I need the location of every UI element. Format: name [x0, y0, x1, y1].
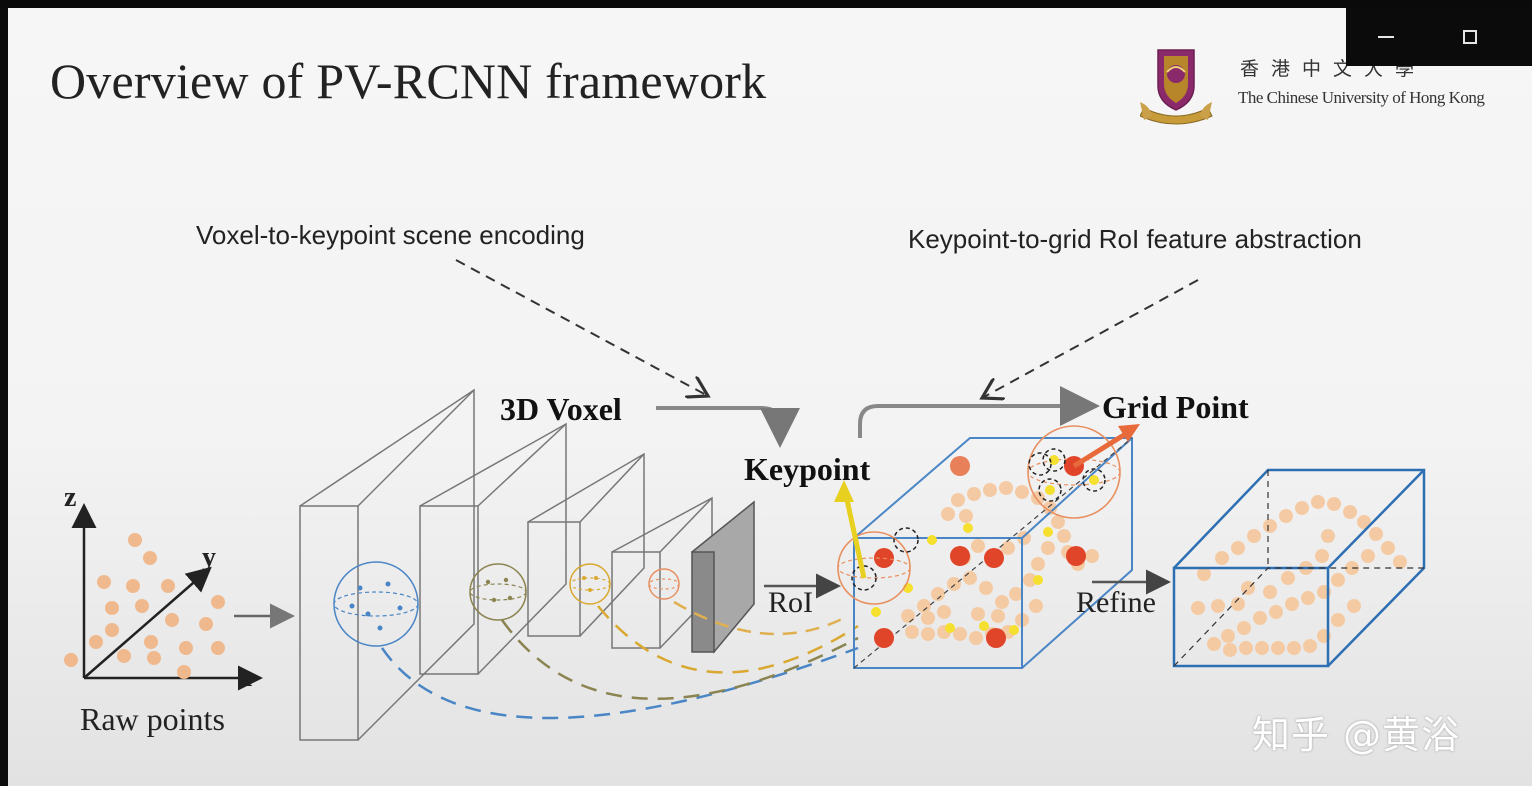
maximize-button[interactable] [1450, 20, 1490, 54]
arrow-voxel-to-keypoint [656, 406, 800, 448]
annotation-keypoint-to-grid: Keypoint-to-grid RoI feature abstraction [908, 224, 1362, 254]
axis-y-label: y [202, 542, 216, 573]
feature-map-block [691, 500, 755, 654]
annotation-voxel-to-keypoint: Voxel-to-keypoint scene encoding [196, 220, 585, 250]
pv-rcnn-diagram: Voxel-to-keypoint scene encoding Keypoin… [64, 220, 1426, 741]
axis-z-label: z [64, 482, 76, 513]
axis-x-label: x [238, 662, 252, 693]
minimize-icon [1378, 36, 1394, 38]
annotation-arrow-left [455, 259, 708, 396]
grid-point-label: Grid Point [1102, 389, 1249, 425]
refine-label: Refine [1076, 586, 1156, 619]
arrow-keypoint-to-grid [858, 386, 1100, 438]
annotation-arrow-right [982, 279, 1199, 398]
voxel-sphere-olive [469, 563, 527, 621]
minimize-button[interactable] [1366, 20, 1406, 54]
refined-box [1172, 468, 1426, 668]
raw-points-group: z y x Raw points [64, 482, 263, 737]
voxel-sphere-blue [333, 561, 419, 647]
voxel-sphere-yellow [569, 563, 611, 605]
cuhk-crest-icon [1139, 49, 1213, 125]
dashed-path-blue [380, 646, 859, 720]
maximize-icon [1463, 30, 1477, 44]
dashed-path-olive [500, 619, 859, 701]
logo-english-name: The Chinese University of Hong Kong [1238, 88, 1485, 107]
slide: Overview of PV-RCNN framework 香港中文大學 The… [8, 8, 1532, 786]
keypoint-label: Keypoint [744, 451, 871, 487]
voxel-label: 3D Voxel [500, 391, 622, 427]
top-border [0, 0, 1532, 8]
dashed-path-yellow [597, 605, 859, 674]
keypoint-box [834, 424, 1140, 669]
university-logo: 香港中文大學 The Chinese University of Hong Ko… [1139, 46, 1532, 126]
zhihu-watermark: 知乎 @黄浴 [1252, 713, 1461, 757]
raw-points-label: Raw points [80, 701, 225, 737]
slide-title: Overview of PV-RCNN framework [50, 53, 767, 109]
roi-label: RoI [768, 586, 813, 619]
dashed-path-orange [673, 600, 849, 636]
voxel-cnn-blocks [299, 388, 713, 741]
voxel-sphere-orange [648, 568, 680, 600]
window-controls [1346, 8, 1532, 66]
